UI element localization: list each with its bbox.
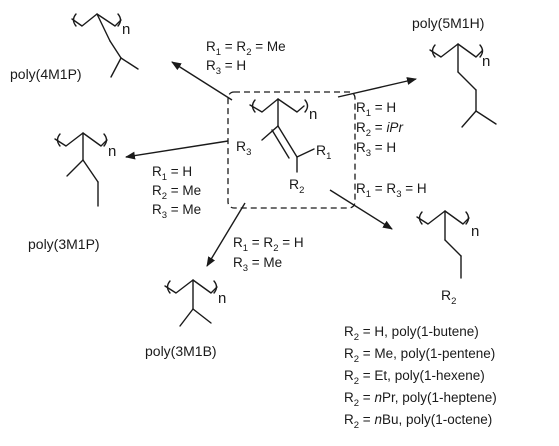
conditions-5m1h: R1 = H R2 = iPr R3 = H [356,100,403,159]
poly-3m1b-structure [164,279,218,327]
cond-3m1p-line2: R2 = Me [152,183,201,202]
poly-5m1h-structure [429,43,497,128]
cond-3m1b-line1: R1 = R2 = H [233,235,304,254]
cond-3m1p-line3: R3 = Me [152,202,201,221]
product-poly-4m1p: n poly(4M1P) [10,13,139,82]
series-item-1-pentene: R2 = Me, poly(1-pentene) [344,346,495,365]
monomer-dashed-box [227,91,356,209]
poly-4m1p-label: poly(4M1P) [10,66,82,82]
monomer-r3: R3 [236,138,251,158]
cond-5m1h-line2: R2 = iPr [356,120,403,139]
conditions-3m1b: R1 = R2 = H R3 = Me [233,235,304,274]
series-item-1-heptene: R2 = nPr, poly(1-heptene) [344,390,497,409]
monomer-structure [249,98,315,173]
series-item-1-butene: R2 = H, poly(1-butene) [344,324,479,343]
product-poly-3m1b: n poly(3M1B) [145,279,226,359]
arrow-to-4m1p [171,61,233,101]
poly-3m1b-label: poly(3M1B) [145,343,217,359]
arrow-to-5m1h [337,77,417,98]
product-poly-5m1h: poly(5M1H) n [412,15,497,128]
series-item-1-octene: R2 = nBu, poly(1-octene) [344,412,492,431]
product-poly-3m1p: n poly(3M1P) [28,132,116,252]
series-item-1-hexene: R2 = Et, poly(1-hexene) [344,368,485,387]
arrow-to-3m1b [206,202,246,267]
cond-5m1h-line3: R3 = H [356,140,396,159]
arrow-to-linear [329,189,393,230]
linear-polyolefin-n: n [471,223,479,240]
conditions-3m1p: R1 = H R2 = Me R3 = Me [152,164,201,221]
poly-3m1p-n: n [108,143,116,160]
central-monomer: n R3 R1 R2 [227,91,356,209]
arrow-to-3m1p [125,140,229,160]
monomer-r2: R2 [289,176,304,196]
reaction-arrows [125,61,417,267]
linear-series-list: R2 = H, poly(1-butene) R2 = Me, poly(1-p… [344,324,497,431]
poly-4m1p-n: n [122,21,130,38]
cond-linear-line1: R1 = R3 = H [356,181,427,200]
monomer-r1: R1 [316,142,331,162]
linear-polyolefin-structure [416,210,470,279]
product-linear-polyolefin: n R2 [416,210,479,307]
poly-5m1h-label: poly(5M1H) [412,15,484,31]
cond-4m1p-line2: R3 = H [206,58,246,77]
conditions-4m1p: R1 = R2 = Me R3 = H [206,39,286,77]
poly-5m1h-n: n [482,53,490,70]
cond-5m1h-line1: R1 = H [356,100,396,119]
cond-3m1b-line2: R3 = Me [233,255,282,274]
cond-3m1p-line1: R1 = H [152,164,192,183]
monomer-n: n [309,106,317,123]
linear-polyolefin-r2: R2 [441,287,456,307]
poly-3m1p-structure [54,132,108,207]
poly-4m1p-structure [71,13,139,78]
poly-3m1b-n: n [218,290,226,307]
cond-4m1p-line1: R1 = R2 = Me [206,39,286,58]
conditions-linear: R1 = R3 = H [356,181,427,200]
poly-3m1p-label: poly(3M1P) [28,236,100,252]
